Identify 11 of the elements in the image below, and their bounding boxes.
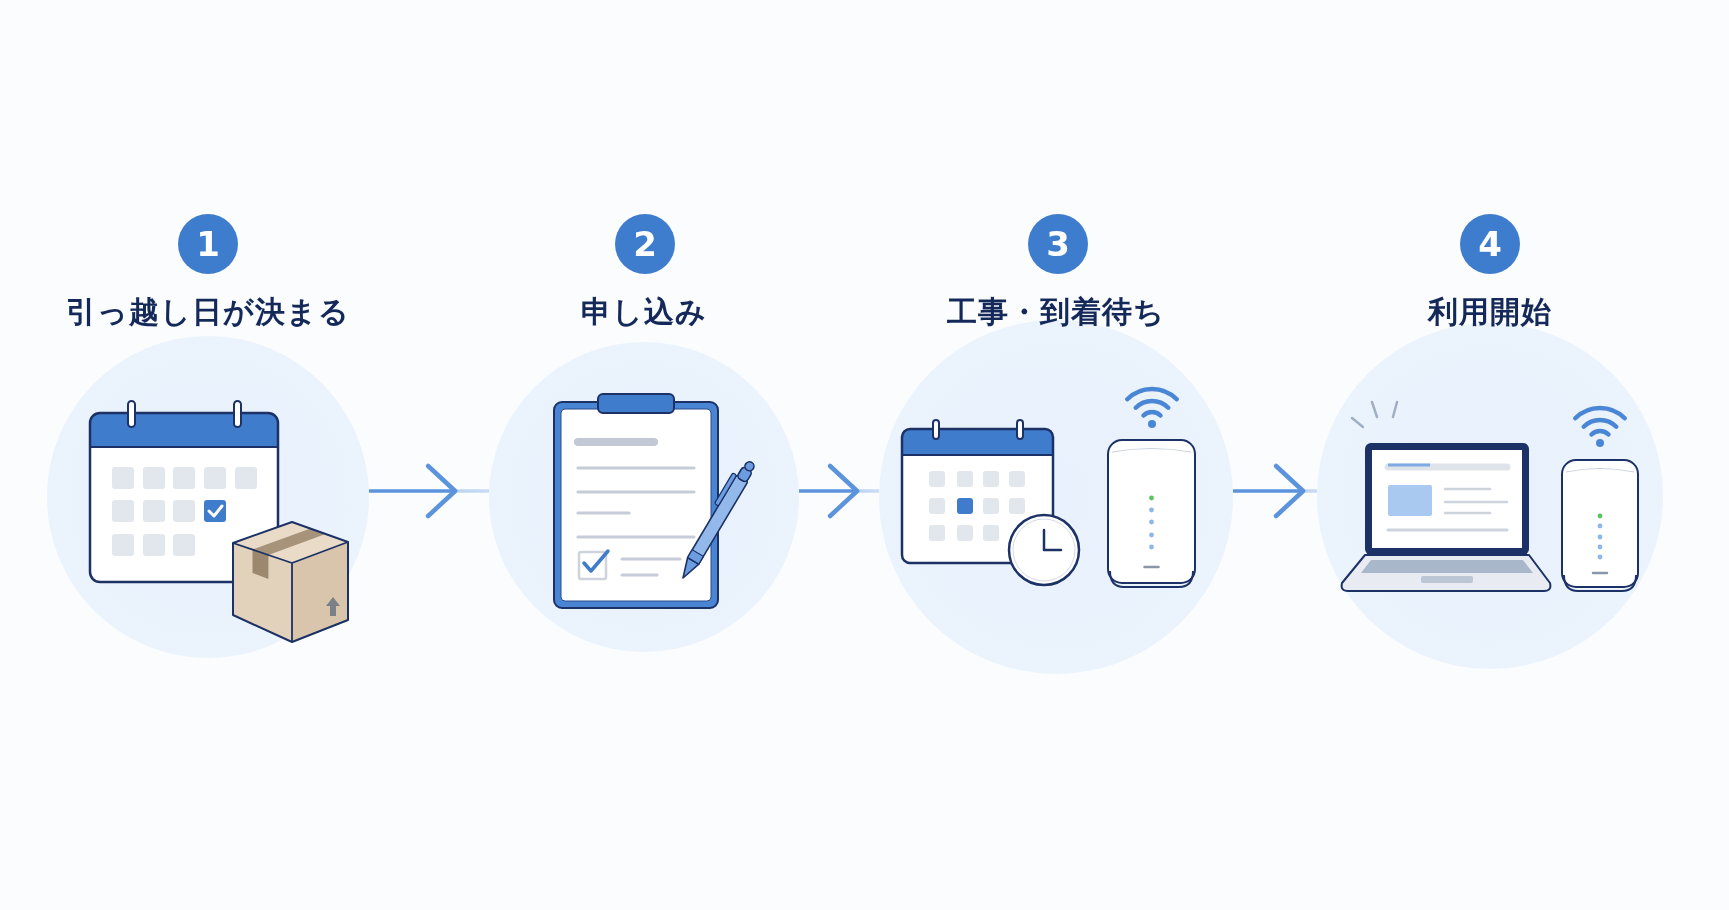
number-badge: 3 (1028, 214, 1088, 274)
step-title: 工事・到着待ち (947, 294, 1165, 330)
step-title: 引っ越し日が決まる (66, 294, 350, 330)
arrow (368, 463, 490, 519)
arrow (798, 463, 880, 519)
step-title: 申し込み (581, 294, 707, 330)
number-badge: 4 (1460, 214, 1520, 274)
arrow (1232, 463, 1318, 519)
number-badge: 1 (178, 214, 238, 274)
step-title: 利用開始 (1428, 294, 1552, 330)
number-badge: 2 (615, 214, 675, 274)
